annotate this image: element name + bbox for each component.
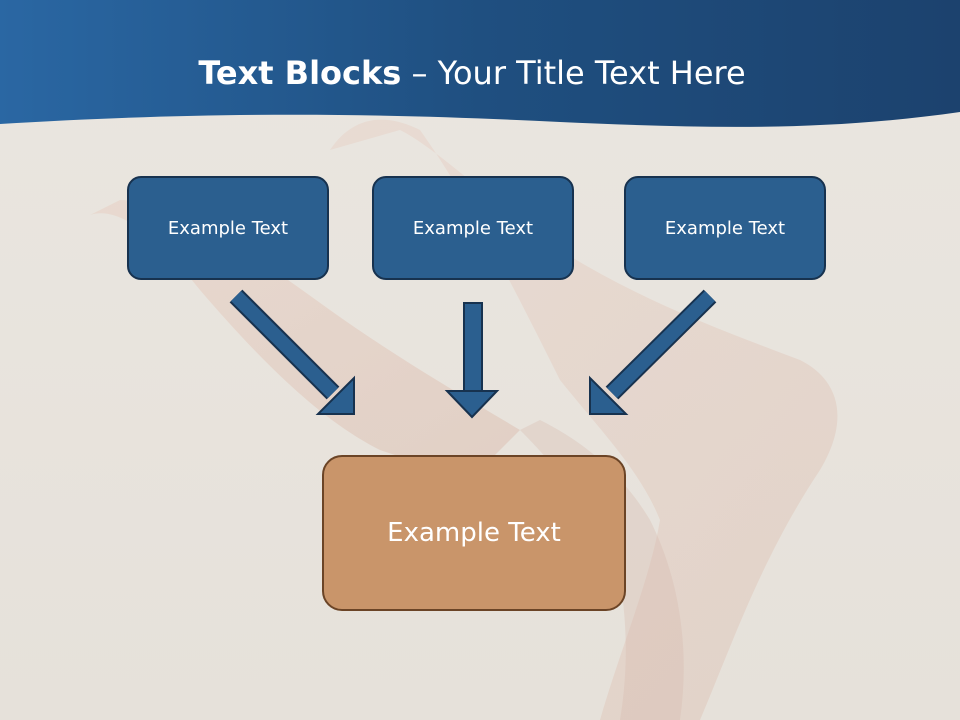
text-block-2: Example Text <box>372 176 574 280</box>
title-rest: – Your Title Text Here <box>401 54 746 92</box>
target-block: Example Text <box>322 455 626 611</box>
title-bold: Text Blocks <box>198 54 402 92</box>
slide-title: Text Blocks – Your Title Text Here <box>0 54 944 92</box>
arrow-left <box>229 289 355 415</box>
arrow-right <box>589 289 717 415</box>
arrow-center <box>444 302 500 419</box>
text-block-1: Example Text <box>127 176 329 280</box>
text-block-3: Example Text <box>624 176 826 280</box>
